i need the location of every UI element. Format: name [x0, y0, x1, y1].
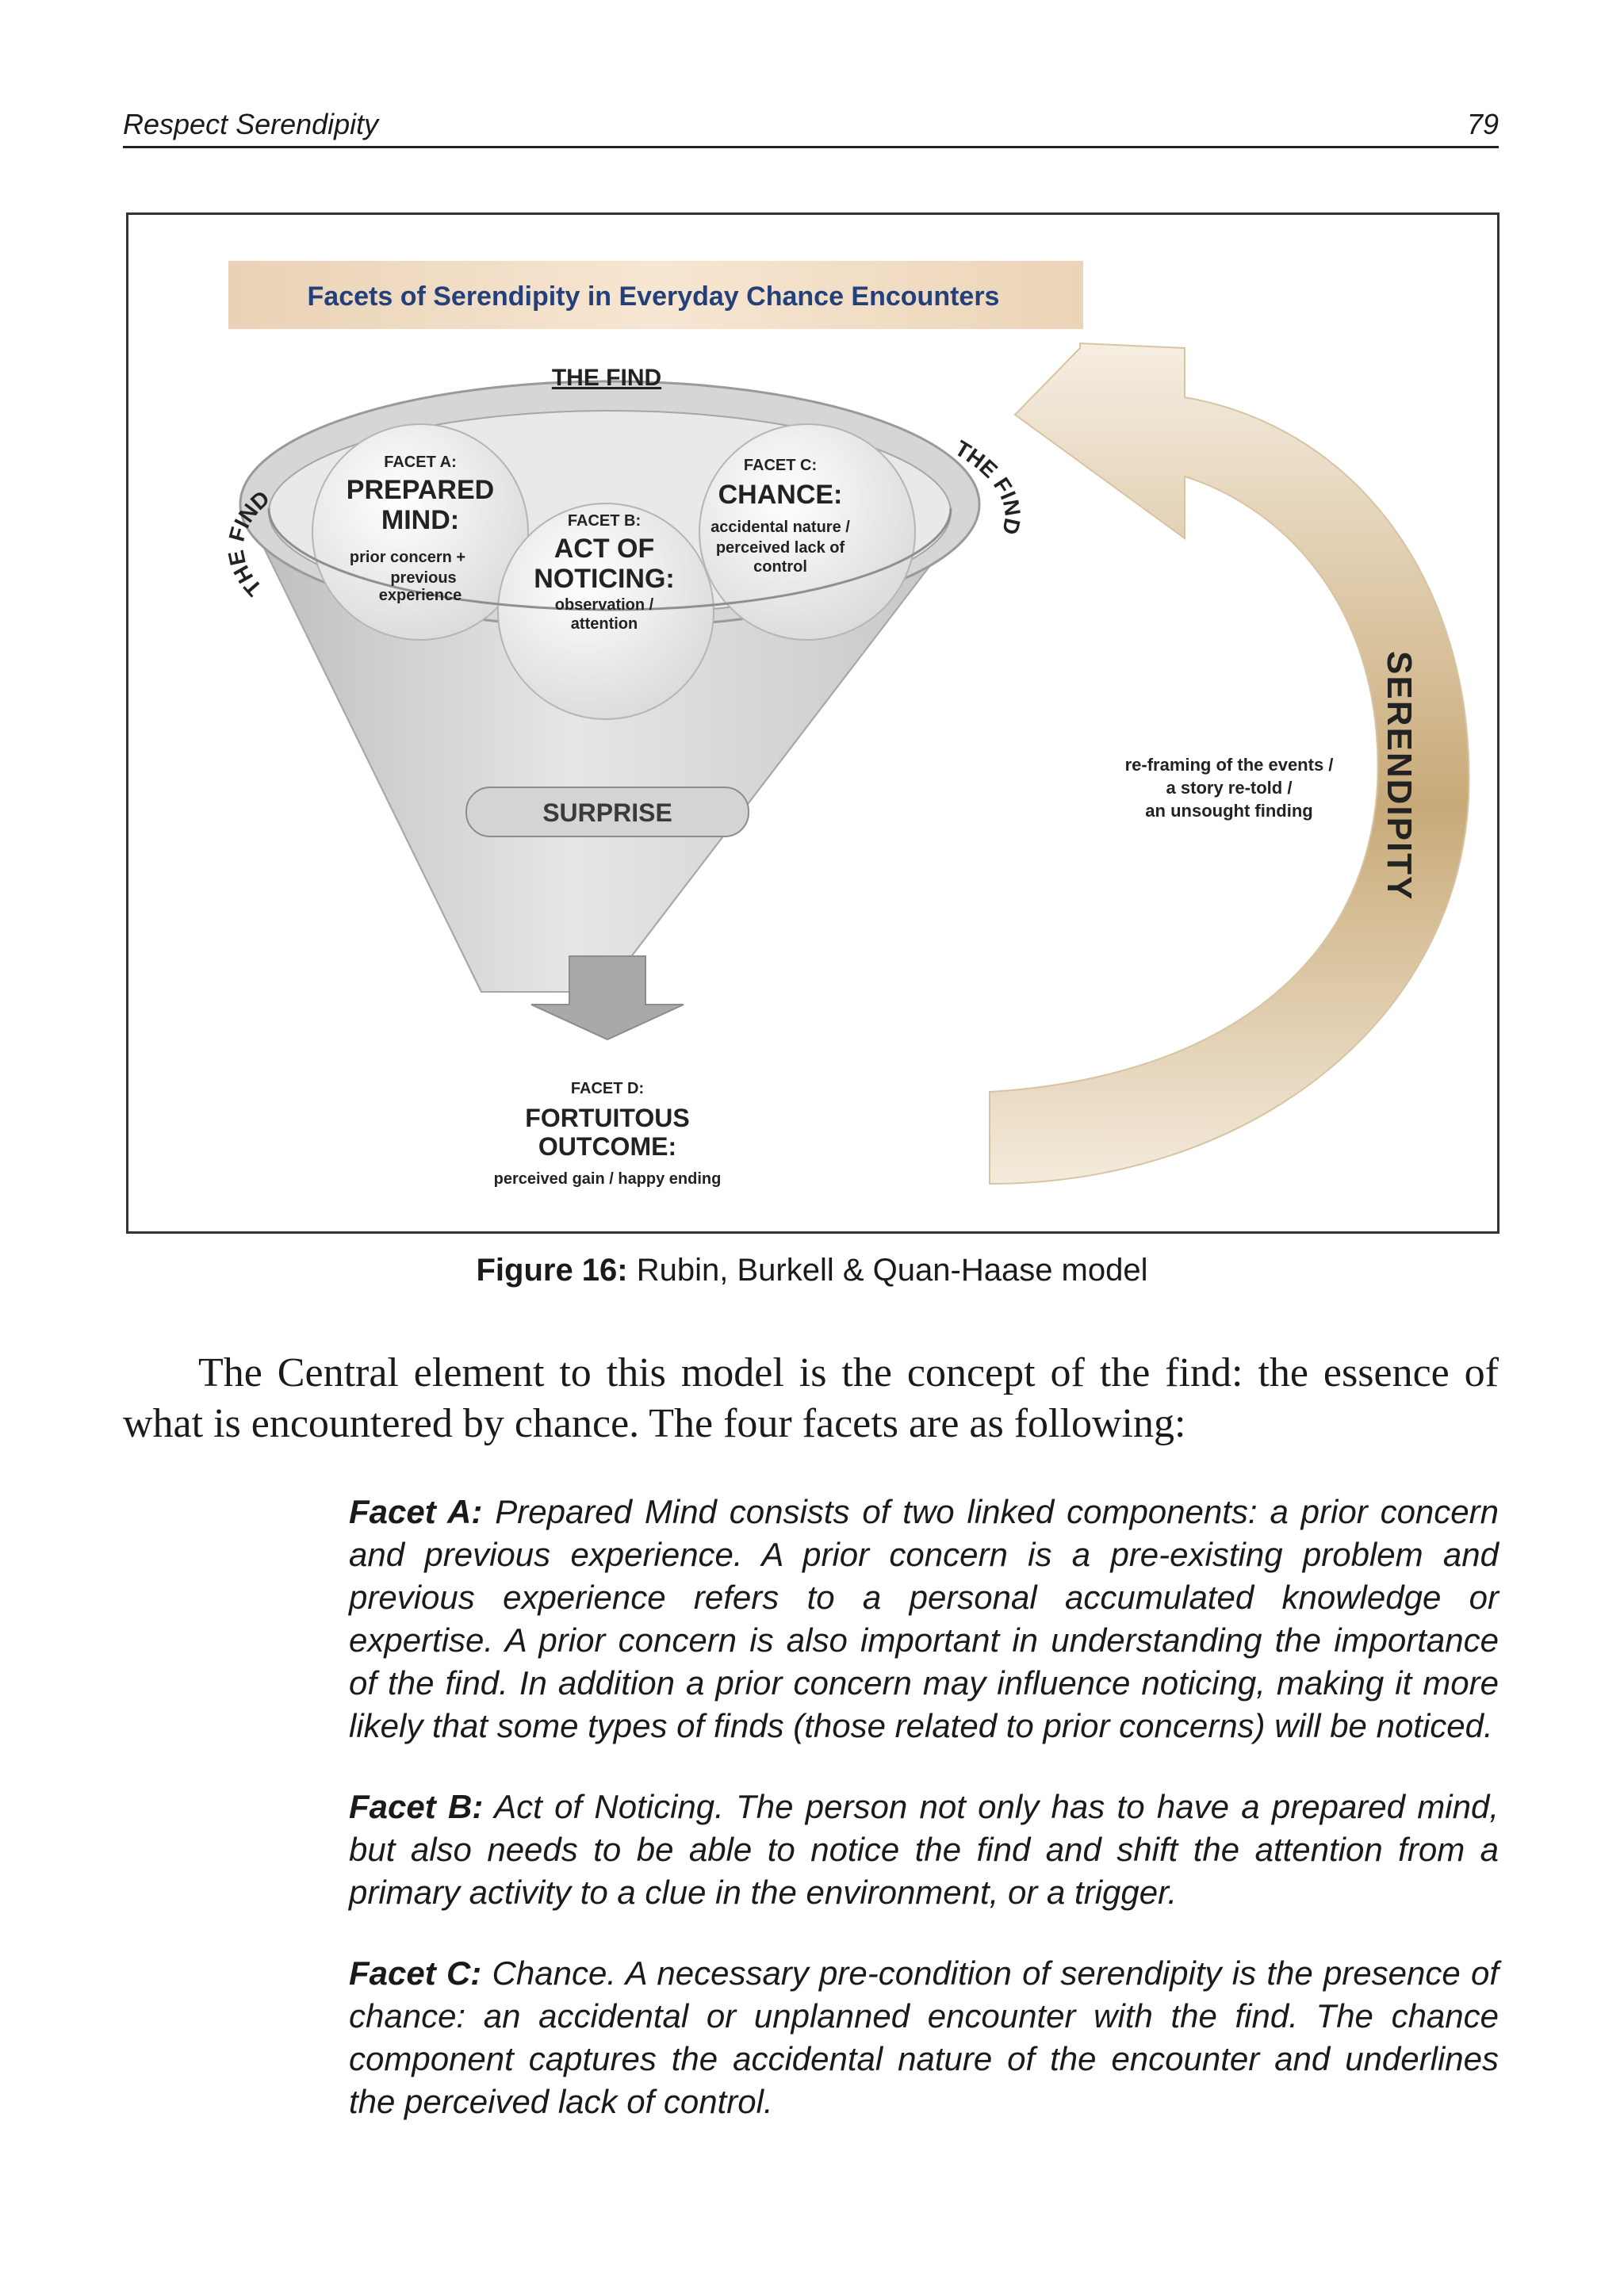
caption-label: Figure 16: — [476, 1253, 628, 1288]
caption-text: Rubin, Burkell & Quan-Haase model — [627, 1253, 1148, 1288]
page-number: 79 — [1466, 108, 1499, 140]
facet-c-paragraph: Facet C: Chance. A necessary pre-conditi… — [349, 1952, 1499, 2123]
svg-text:FACET D:: FACET D: — [571, 1080, 644, 1097]
facet-c-label: Facet C: — [349, 1954, 482, 1992]
facet-a-body: Prepared Mind consists of two linked com… — [349, 1493, 1499, 1744]
facet-b-paragraph: Facet B: Act of Noticing. The person not… — [349, 1786, 1499, 1914]
svg-text:prior concern +: prior concern + — [350, 549, 465, 566]
serendipity-diagram: Facets of Serendipity in Everyday Chance… — [224, 261, 1470, 1188]
svg-text:an unsought finding: an unsought finding — [1145, 801, 1312, 821]
svg-text:OUTCOME:: OUTCOME: — [538, 1132, 676, 1161]
svg-text:re-framing of the events /: re-framing of the events / — [1125, 755, 1334, 775]
banner-box — [228, 261, 1083, 329]
svg-text:perceived lack of: perceived lack of — [716, 539, 845, 557]
running-header: Respect Serendipity 79 — [123, 105, 1499, 148]
svg-text:attention: attention — [571, 615, 638, 633]
svg-text:PREPARED: PREPARED — [347, 475, 494, 505]
facet-c-body: Chance. A necessary pre-condition of ser… — [349, 1954, 1500, 2120]
svg-text:NOTICING:: NOTICING: — [534, 564, 675, 594]
facet-b-circle — [497, 503, 714, 720]
svg-text:a story re-told /: a story re-told / — [1166, 778, 1293, 798]
intro-paragraph-block: The Central element to this model is the… — [123, 1348, 1499, 1449]
facet-a-label: Facet A: — [349, 1493, 483, 1530]
svg-text:FORTUITOUS: FORTUITOUS — [525, 1104, 689, 1132]
running-title: Respect Serendipity — [123, 108, 379, 140]
surprise-label: SURPRISE — [542, 798, 672, 827]
svg-text:MIND:: MIND: — [381, 505, 459, 535]
facet-a-paragraph: Facet A: Prepared Mind consists of two l… — [349, 1491, 1499, 1748]
facet-c-circle — [699, 423, 916, 641]
intro-paragraph: The Central element to this model is the… — [123, 1350, 1499, 1446]
figure-16: Facets of Serendipity in Everyday Chance… — [126, 212, 1500, 1234]
facet-c-text: FACET C: CHANCE: accidental nature / per… — [710, 457, 850, 576]
svg-text:perceived gain / happy ending: perceived gain / happy ending — [494, 1170, 722, 1188]
down-arrow — [530, 955, 684, 1041]
facet-d-text: FACET D: FORTUITOUS OUTCOME: perceived g… — [494, 1080, 722, 1188]
svg-text:ACT OF: ACT OF — [554, 534, 655, 564]
svg-text:CHANCE:: CHANCE: — [718, 480, 843, 510]
svg-text:previous: previous — [390, 569, 456, 587]
serendipity-arrow — [989, 342, 1470, 1185]
banner-title: Facets of Serendipity in Everyday Chance… — [308, 281, 1000, 312]
facet-a-text: FACET A: PREPARED MIND: prior concern + … — [347, 454, 494, 604]
find-label-top: THE FIND — [552, 365, 661, 391]
svg-text:observation /: observation / — [555, 596, 654, 614]
facet-b-body: Act of Noticing. The person not only has… — [349, 1788, 1500, 1911]
facet-b-text: FACET B: ACT OF NOTICING: observation / … — [534, 512, 675, 633]
facet-list: Facet A: Prepared Mind consists of two l… — [349, 1491, 1499, 2161]
facet-a-circle — [312, 423, 529, 641]
svg-text:FACET A:: FACET A: — [384, 454, 456, 471]
reframe-text: re-framing of the events / a story re-to… — [1125, 755, 1334, 821]
svg-text:control: control — [753, 558, 807, 576]
facet-b-label: Facet B: — [349, 1788, 484, 1825]
surprise-pill — [465, 787, 749, 837]
figure-caption: Figure 16: Rubin, Burkell & Quan-Haase m… — [0, 1253, 1624, 1288]
svg-text:FACET B:: FACET B: — [568, 512, 641, 530]
svg-text:FACET C:: FACET C: — [744, 457, 817, 474]
svg-text:accidental nature /: accidental nature / — [710, 519, 850, 536]
serendipity-label: SERENDIPITY — [1380, 651, 1419, 901]
svg-text:experience: experience — [379, 587, 462, 604]
